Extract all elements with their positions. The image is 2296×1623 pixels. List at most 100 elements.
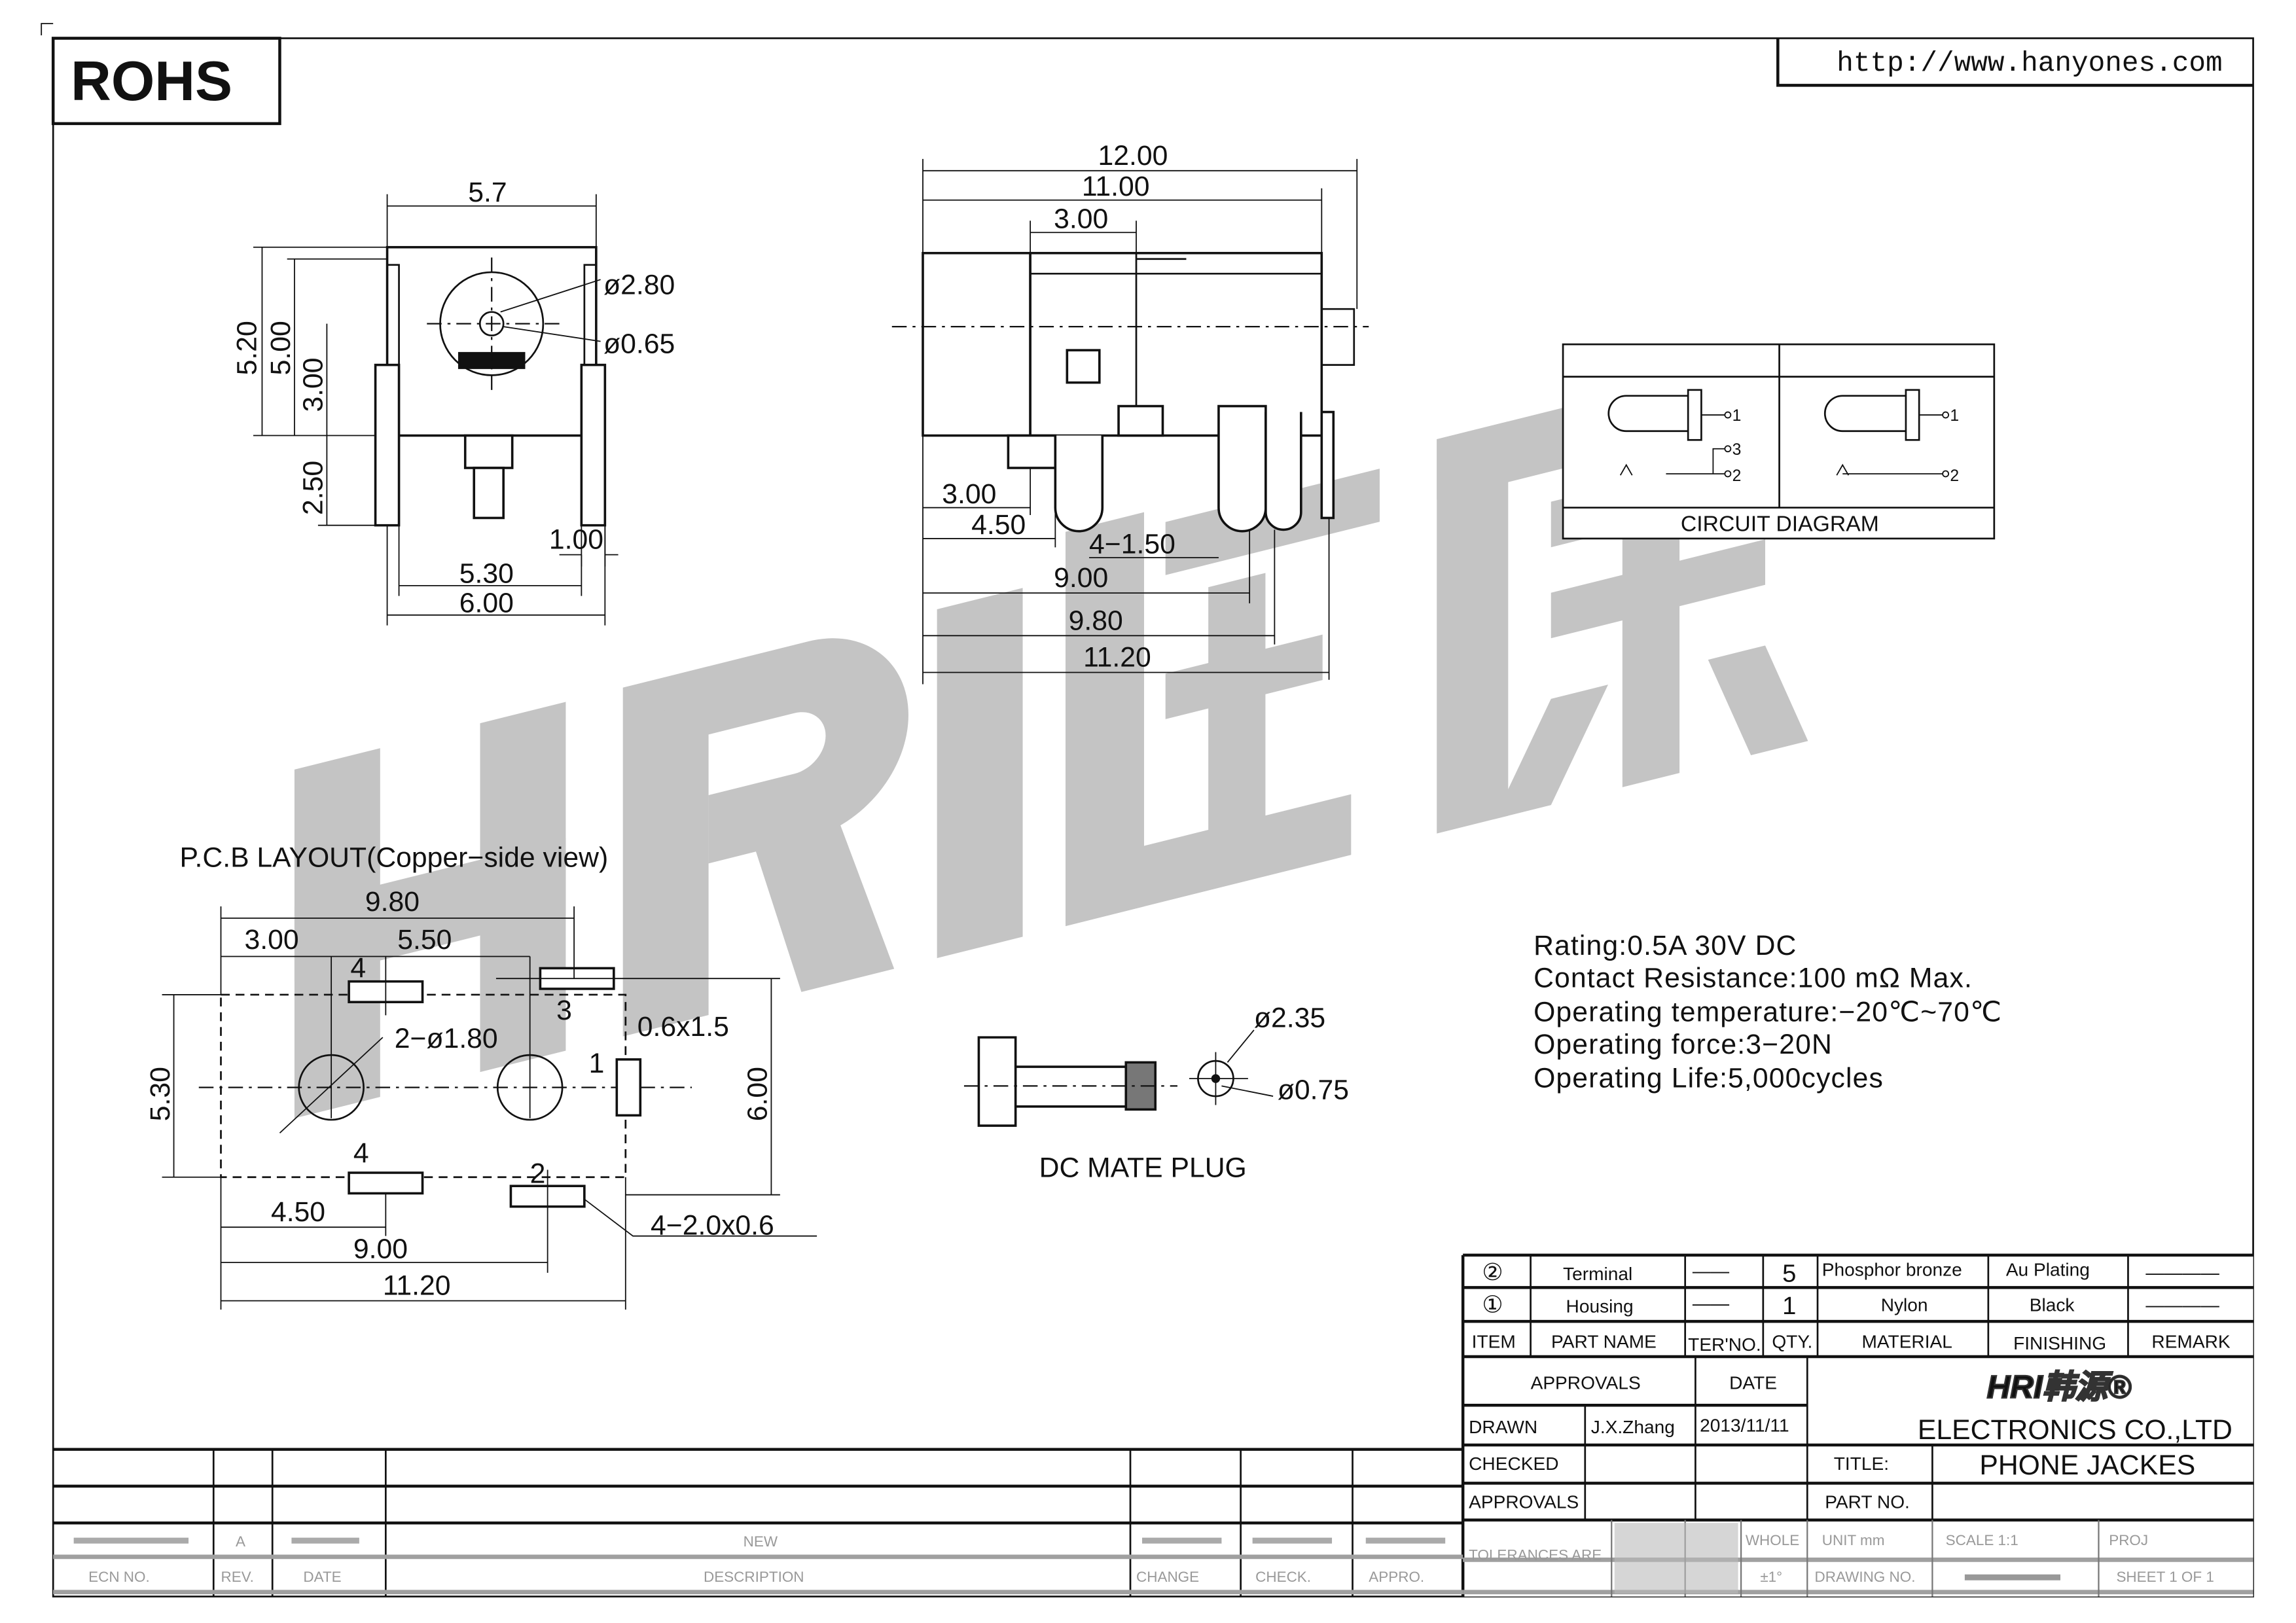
dim-h1: 5.20	[231, 321, 262, 375]
dim-9-8: 9.80	[1069, 605, 1123, 636]
bom-ter-1: ——	[1693, 1293, 1730, 1313]
projection-label: PROJ	[2109, 1532, 2148, 1548]
tolerance-strip: TOLERANCES ARE WHOLE ±1° UNIT mm DRAWING…	[1463, 1520, 2253, 1597]
bom-ter-2: ——	[1693, 1261, 1730, 1281]
dim-dia-outer: ø2.80	[603, 270, 675, 301]
part-no-label: PART NO.	[1825, 1492, 1910, 1512]
website-url[interactable]: http://www.hanyones.com	[1837, 47, 2222, 79]
dim-11: 11.00	[1082, 171, 1150, 202]
pcb-pads: 4−2.0x0.6	[651, 1209, 774, 1241]
bom-header-ter: TER'NO.	[1688, 1334, 1761, 1355]
bom-header-qty: QTY.	[1772, 1332, 1812, 1352]
pcb-pad-label-3: 3	[556, 995, 572, 1026]
pcb-dim-3: 3.00	[244, 924, 298, 955]
circuit-pin-2: 2	[1732, 467, 1742, 485]
bom-name-1: Housing	[1566, 1296, 1634, 1317]
watermark-letter-r	[622, 638, 909, 1037]
pcb-dim-4-5: 4.50	[271, 1196, 325, 1228]
rev-description-value: NEW	[744, 1533, 778, 1550]
circuit-pin-3: 3	[1732, 441, 1742, 459]
bom-finish-2: Au Plating	[2006, 1259, 2090, 1279]
dim-h4: 2.50	[298, 461, 329, 515]
scale-label: SCALE 1:1	[1946, 1532, 2018, 1548]
rev-header-rev: REV.	[221, 1569, 253, 1585]
approvals-header: APPROVALS	[1531, 1373, 1641, 1393]
dc-mate-plug: ø2.35 ø0.75 DC MATE PLUG	[963, 1002, 1349, 1184]
dim-3-top: 3.00	[1054, 204, 1108, 235]
dim-3: 3.00	[942, 478, 996, 510]
revision-block: A NEW ECN NO. REV. DATE DESCRIPTION CHAN…	[53, 1448, 1463, 1597]
pcb-holes: 2−ø1.80	[395, 1023, 498, 1054]
pcb-layout: P.C.B LAYOUT(Copper−side view) 4 3 1 4 2…	[145, 842, 817, 1310]
tolerances-label: TOLERANCES ARE	[1469, 1546, 1602, 1563]
rohs-box	[51, 37, 281, 126]
bom-remark-1: ————	[2145, 1294, 2219, 1315]
circuit-diagram: 1 3 2 1 2 CIRCUIT DIAGRAM	[1562, 343, 1996, 540]
spec-temperature: Operating temperature:−20℃~70℃	[1534, 996, 2002, 1027]
bom-finish-1: Black	[2030, 1294, 2075, 1315]
rev-header-change: CHANGE	[1136, 1569, 1199, 1585]
bom-material-1: Nylon	[1881, 1294, 1928, 1315]
drawn-by: J.X.Zhang	[1591, 1417, 1675, 1437]
circuit-pin-1: 1	[1732, 407, 1742, 425]
checked-label: CHECKED	[1469, 1454, 1558, 1474]
side-view: 12.00 11.00 3.00 3.00 4.50 4−1.50 9.00 9…	[891, 140, 1369, 685]
company-logo: HRI韩源®	[1987, 1369, 2132, 1405]
sheet-border	[52, 37, 2254, 1597]
dim-width-top: 5.7	[468, 177, 507, 208]
dim-dia-inner: ø0.65	[603, 329, 675, 360]
whole-label: WHOLE	[1746, 1532, 1799, 1548]
bom-header-material: MATERIAL	[1861, 1332, 1952, 1352]
pcb-pad-label-4b: 4	[353, 1137, 369, 1169]
bom-header-finishing: FINISHING	[2013, 1333, 2106, 1353]
drawn-label: DRAWN	[1469, 1417, 1537, 1437]
front-view: 5.7 ø2.80 ø0.65 5.20 5.00 3.00 2.50 1.00…	[231, 177, 675, 626]
sheet-label: SHEET 1 OF 1	[2116, 1569, 2214, 1585]
pcb-slot: 0.6x1.5	[637, 1011, 729, 1043]
specifications: Rating:0.5A 30V DC Contact Resistance:10…	[1534, 930, 2002, 1094]
spec-resistance: Contact Resistance:100 mΩ Max.	[1534, 963, 1973, 994]
pcb-pad-label-2: 2	[530, 1158, 546, 1190]
unit-label: UNIT mm	[1822, 1532, 1885, 1548]
dim-9: 9.00	[1054, 562, 1108, 594]
approvals-label: APPROVALS	[1469, 1492, 1579, 1512]
pcb-pad-label-4a: 4	[350, 952, 366, 984]
date-header: DATE	[1729, 1373, 1777, 1393]
dim-12: 12.00	[1098, 140, 1168, 171]
dim-pins: 4−1.50	[1089, 528, 1175, 560]
dim-pitch: 5.30	[459, 558, 514, 589]
rev-value: A	[236, 1533, 245, 1550]
spec-life: Operating Life:5,000cycles	[1534, 1063, 1884, 1094]
title-label: TITLE:	[1834, 1454, 1889, 1474]
bom-name-2: Terminal	[1563, 1264, 1632, 1284]
dim-overall: 6.00	[459, 587, 514, 618]
spec-rating: Rating:0.5A 30V DC	[1534, 930, 1797, 961]
bom-header-remark: REMARK	[2151, 1332, 2230, 1352]
pcb-dim-6: 6.00	[742, 1067, 774, 1121]
rev-header-date: DATE	[303, 1569, 341, 1585]
bom-item-2: ②	[1482, 1258, 1503, 1285]
circuit-title: CIRCUIT DIAGRAM	[1681, 512, 1879, 537]
plug-dia-outer: ø2.35	[1254, 1002, 1325, 1033]
drawn-date: 2013/11/11	[1700, 1416, 1789, 1436]
company-name: ELECTRONICS CO.,LTD	[1918, 1414, 2233, 1446]
bom-table: ② Terminal —— 5 Phosphor bronze Au Plati…	[1461, 1253, 2253, 1597]
bom-item-1: ①	[1482, 1291, 1503, 1318]
rev-header-check: CHECK.	[1255, 1569, 1311, 1585]
bom-header-item: ITEM	[1472, 1332, 1516, 1352]
corner-mark	[41, 23, 54, 35]
angle-tolerance: ±1°	[1760, 1569, 1782, 1585]
pcb-pad-label-1: 1	[589, 1048, 605, 1079]
drawing-no-label: DRAWING NO.	[1815, 1569, 1916, 1585]
watermark-letter-i	[937, 588, 1023, 959]
rohs-label: ROHS	[71, 50, 232, 113]
dim-11-2: 11.20	[1083, 642, 1151, 673]
bom-qty-2: 5	[1782, 1259, 1796, 1287]
pcb-title: P.C.B LAYOUT(Copper−side view)	[180, 842, 609, 873]
spec-force: Operating force:3−20N	[1534, 1029, 1833, 1060]
circuit-r-pin-1: 1	[1950, 407, 1959, 425]
dim-h3: 3.00	[298, 357, 329, 412]
plug-label: DC MATE PLUG	[1039, 1152, 1247, 1184]
approvals-block: APPROVALS DATE DRAWN J.X.Zhang 2013/11/1…	[1463, 1357, 2253, 1522]
